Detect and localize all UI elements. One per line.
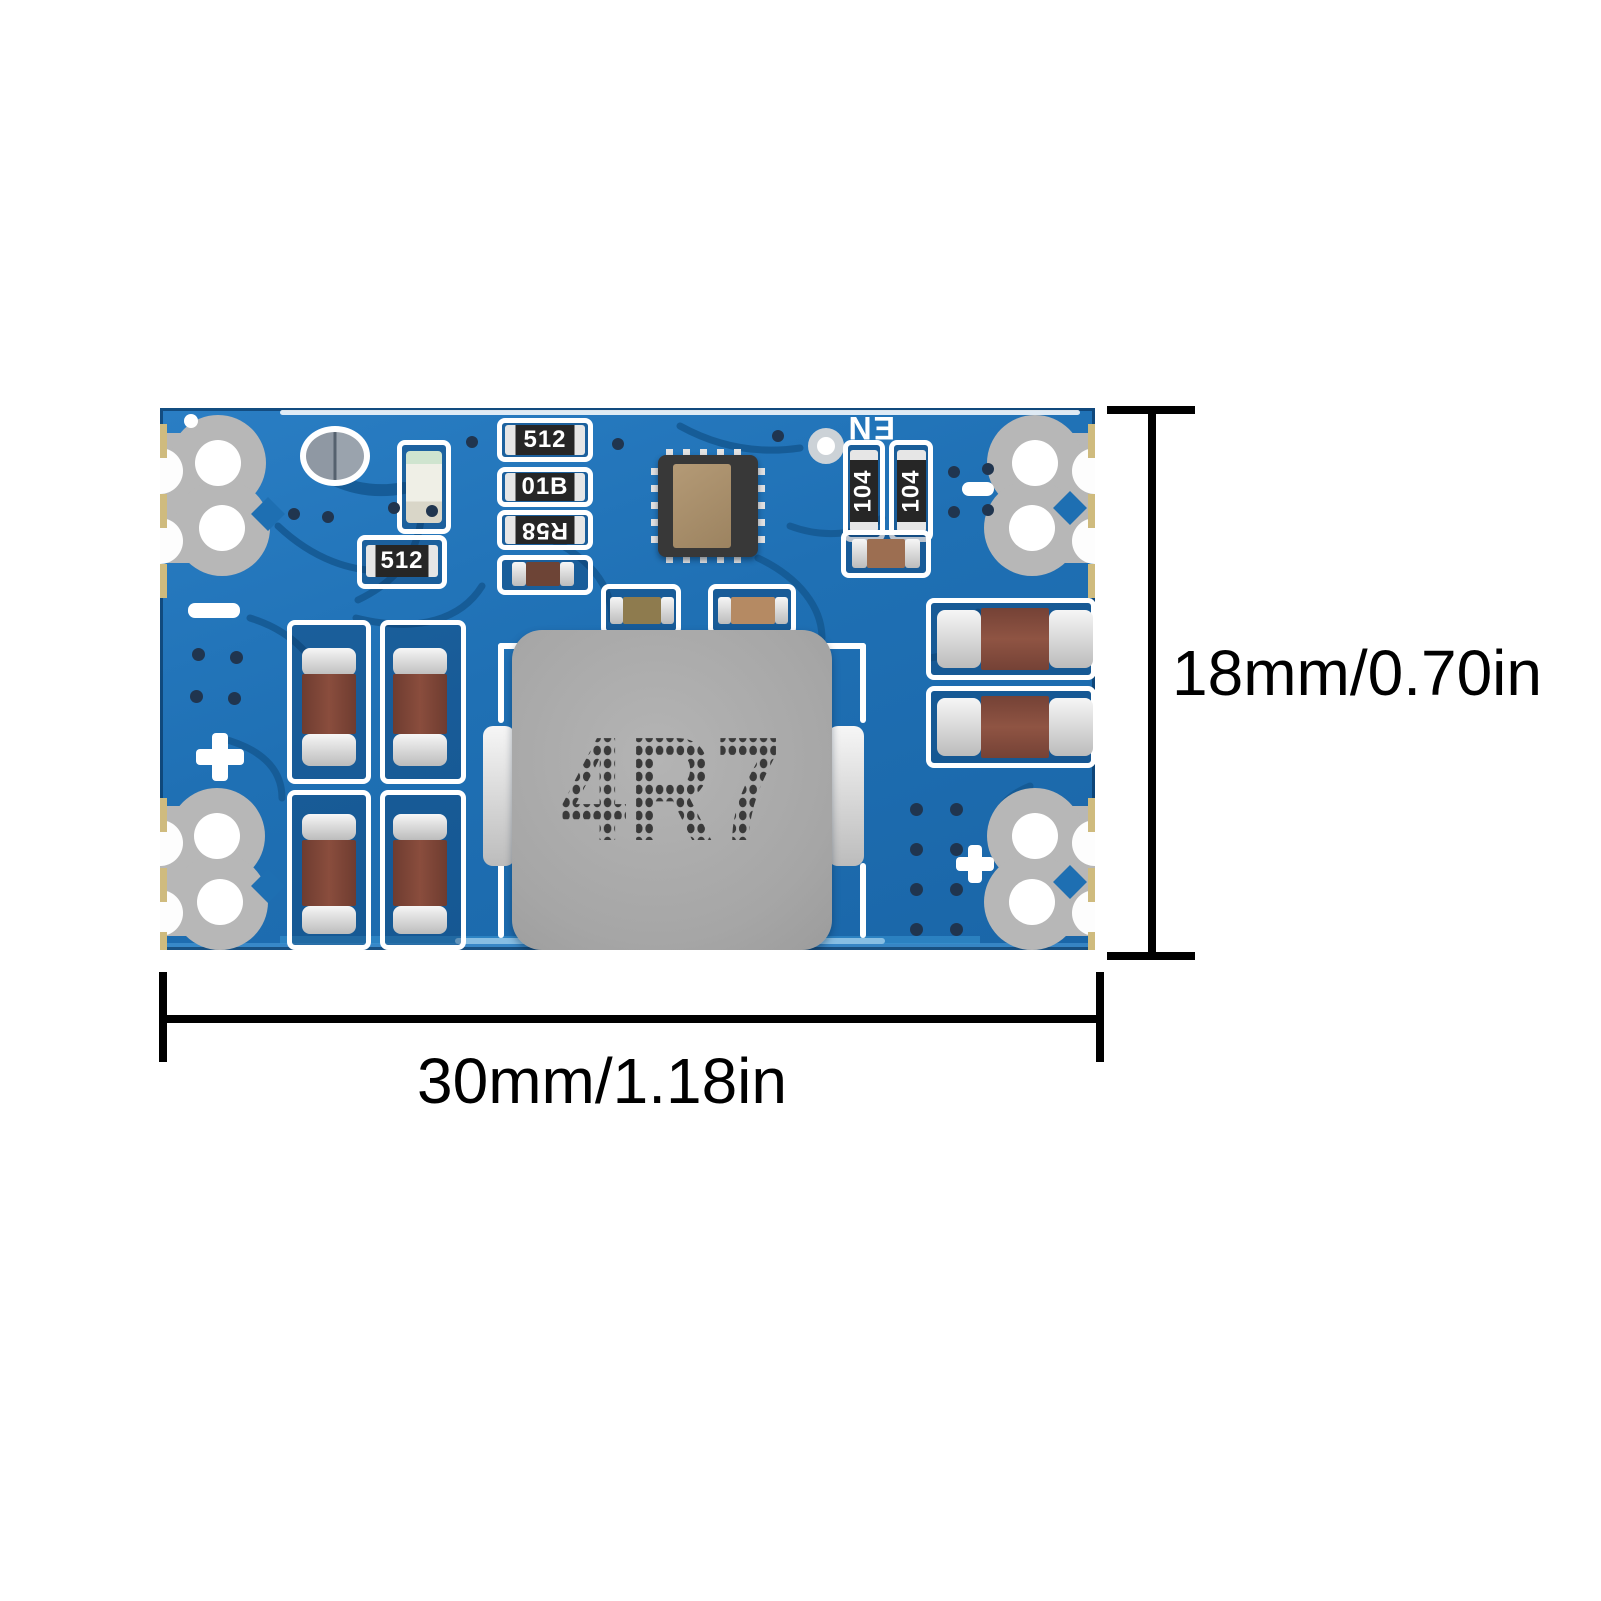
via-dot <box>910 883 923 896</box>
via-dot <box>982 463 994 475</box>
small-capacitor <box>526 562 560 586</box>
inductor: 4R7 <box>512 630 832 950</box>
minus-mark-left <box>188 603 240 618</box>
height-dim-line <box>1148 406 1156 960</box>
small-capacitor <box>731 597 775 624</box>
via-dot <box>288 508 300 520</box>
mlcc-capacitor <box>393 840 447 906</box>
mounting-hole <box>194 813 240 859</box>
mounting-hole <box>1012 813 1058 859</box>
resistor-label: 512 <box>380 547 424 574</box>
output-capacitor <box>981 696 1049 758</box>
ic-pins-bottom <box>666 555 750 563</box>
via-dot <box>772 430 784 442</box>
via-dot <box>192 648 205 661</box>
via-dot <box>910 803 923 816</box>
mounting-hole <box>1009 879 1055 925</box>
measurement-height-label: 18mm/0.70in <box>1172 637 1542 709</box>
resistor-label: 104 <box>897 469 925 513</box>
via-dot <box>948 466 960 478</box>
plated-via-ring <box>808 428 844 464</box>
ic-pins-left <box>651 468 659 546</box>
via-dot <box>228 692 241 705</box>
ic-pins-top <box>666 449 750 457</box>
mounting-hole <box>197 879 243 925</box>
resistor-104-left: 104 <box>850 450 878 532</box>
width-dim-right-tick <box>1096 972 1104 1062</box>
inductor-silk-bracket <box>860 643 866 723</box>
test-point-oval <box>300 426 370 486</box>
resistor-label: 01B <box>521 473 569 500</box>
via-dot <box>190 690 203 703</box>
inductor-label: 4R7 <box>561 705 783 875</box>
fiducial-dot <box>184 414 198 428</box>
resistor-512-left: 512 <box>366 545 438 577</box>
resistor-label: 512 <box>523 426 567 453</box>
height-dim-bottom-bar <box>1107 952 1195 960</box>
via-dot <box>948 506 960 518</box>
via-dot <box>910 923 923 936</box>
inductor-solder-pad <box>483 726 515 866</box>
resistor-01b: 01B <box>505 473 585 501</box>
width-dim-line <box>162 1015 1102 1023</box>
via-dot <box>612 438 624 450</box>
resistor-label: R58 <box>521 517 569 544</box>
via-dot <box>230 651 243 664</box>
small-capacitor <box>623 597 661 624</box>
via-dot <box>388 502 400 514</box>
top-edge-silk-line <box>280 410 1080 415</box>
resistor-512-top: 512 <box>505 425 585 455</box>
measurement-width-label: 30mm/1.18in <box>417 1045 787 1117</box>
mlcc-capacitor <box>393 674 447 734</box>
inductor-silk-bracket <box>816 643 866 649</box>
via-dot <box>426 505 438 517</box>
via-dot <box>322 511 334 523</box>
minus-mark-right <box>962 482 994 496</box>
resistor-label: 104 <box>850 469 878 513</box>
via-dot <box>950 923 963 936</box>
ic-die-pad <box>673 464 731 548</box>
resistor-r58: R58 <box>505 516 585 544</box>
mlcc-capacitor <box>302 840 356 906</box>
inductor-solder-pad <box>828 726 864 866</box>
mounting-hole <box>195 440 241 486</box>
via-dot <box>910 843 923 856</box>
resistor-104-right: 104 <box>897 450 926 532</box>
mounting-hole <box>1009 505 1055 551</box>
small-capacitor <box>867 539 905 568</box>
ic-pins-right <box>757 468 765 546</box>
output-capacitor <box>981 608 1049 670</box>
via-dot <box>466 436 478 448</box>
via-dot <box>950 843 963 856</box>
mounting-hole <box>199 505 245 551</box>
mounting-hole <box>1012 440 1058 486</box>
via-dot <box>950 883 963 896</box>
inductor-silk-bracket <box>498 863 504 938</box>
inductor-silk-bracket <box>498 643 504 723</box>
via-dot <box>950 803 963 816</box>
pcb-board: 512 01B R58 512 EN 104 <box>160 408 1095 950</box>
mlcc-capacitor <box>302 674 356 734</box>
via-dot <box>982 504 994 516</box>
inductor-silk-bracket <box>860 863 866 938</box>
